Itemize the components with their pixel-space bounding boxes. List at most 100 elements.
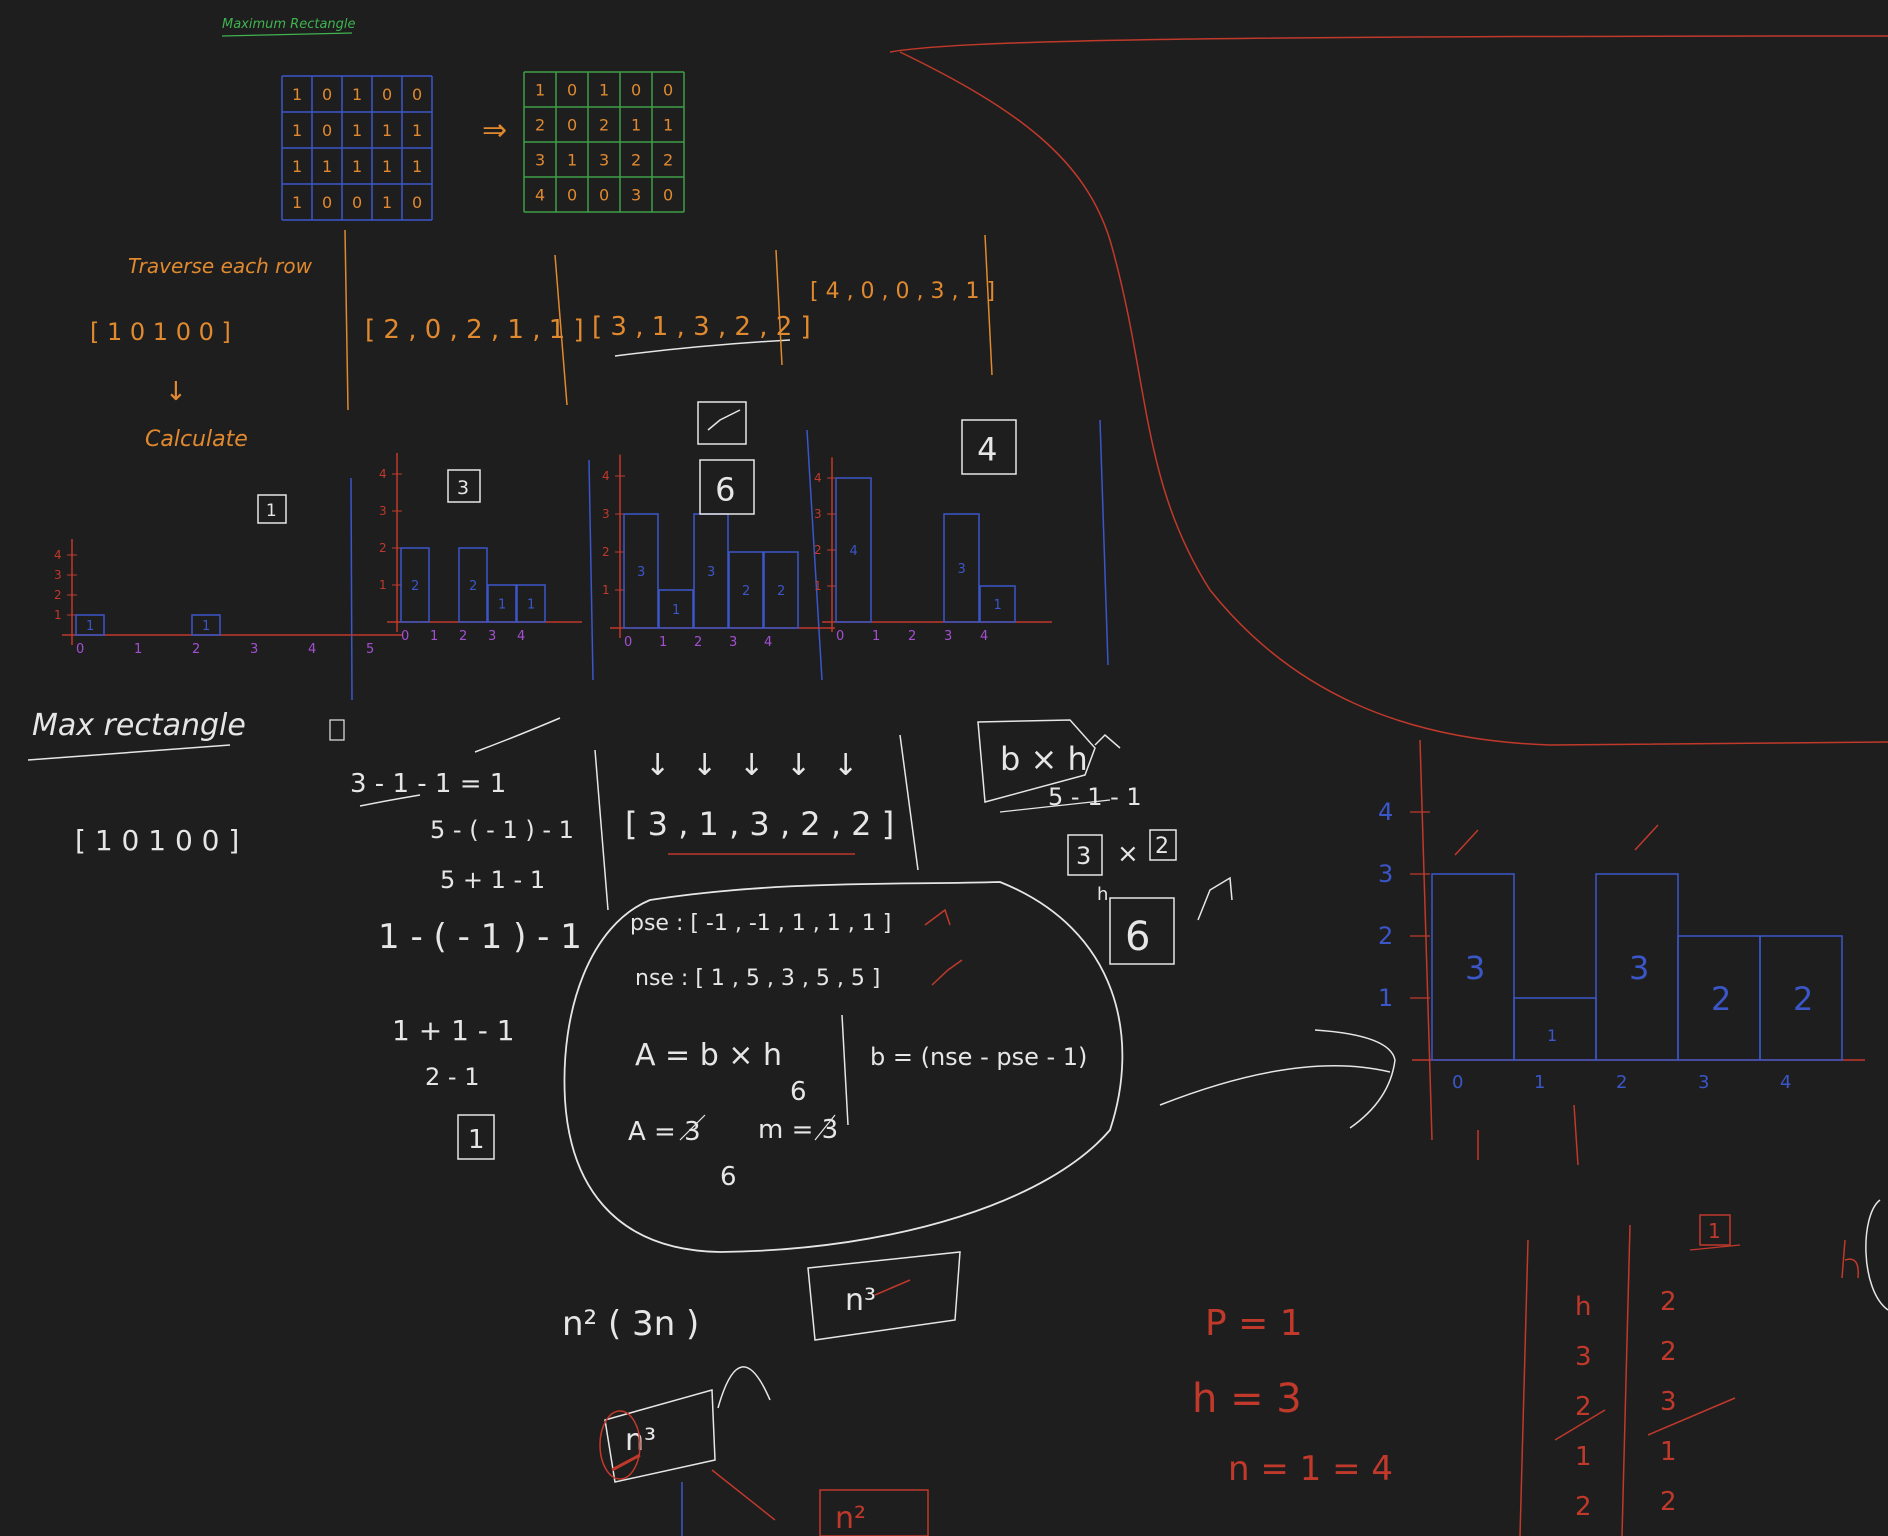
stack-divider-2: [1621, 1224, 1631, 1536]
hist-x-tick-label: 2: [192, 642, 200, 657]
input-matrix-cell: 0: [412, 193, 422, 212]
height-matrix-cell: 2: [631, 151, 641, 170]
red-boundary-curve: [899, 51, 1888, 746]
area-formula: A = b × h: [635, 1038, 782, 1073]
hist-x-tick-label: 3: [488, 629, 496, 644]
bxh-work: 5 - 1 - 1: [1048, 783, 1142, 811]
n3-bottom-circle: [599, 1410, 641, 1480]
n2-bottom: n²: [835, 1501, 866, 1536]
hist-bar-label: 1: [994, 598, 1002, 613]
stack-col2-item: 3: [1660, 1387, 1677, 1417]
input-matrix-cell: 1: [352, 85, 362, 104]
hist-bar: [763, 551, 799, 629]
height-matrix-cell: 0: [567, 116, 577, 135]
hist-bar-label: 3: [707, 565, 715, 580]
a-work-six: 6: [720, 1162, 737, 1192]
row-array-4: [ 4 , 0 , 0 , 3 , 1 ]: [810, 279, 995, 304]
input-matrix-cell: 1: [292, 193, 302, 212]
hist-x-tick-label: 1: [430, 629, 438, 644]
bxh-two-box: [1149, 829, 1177, 861]
hist-x-tick-label: 2: [694, 635, 702, 650]
note-h: h = 3: [1192, 1376, 1302, 1422]
bxh-label: b × h: [1000, 740, 1088, 778]
b-formula: b = (nse - pse - 1): [870, 1043, 1087, 1071]
down-arrow-glyph: ↓: [165, 377, 187, 407]
big-chart-red-tick: [1454, 829, 1479, 856]
hist-bar-label: 1: [202, 619, 210, 634]
bxh-result: 6: [1125, 914, 1150, 960]
row-array-2: [ 2 , 0 , 2 , 1 , 1 ]: [365, 315, 584, 345]
hist-bar: [943, 513, 980, 623]
calc-head-underline: [359, 794, 421, 807]
hist-x-tick-label: 2: [908, 629, 916, 644]
big-chart-red-tick: [1573, 1104, 1579, 1166]
calc-step: 5 + 1 - 1: [440, 866, 545, 894]
max-rectangle-array: [ 1 0 1 0 0 ]: [75, 824, 239, 857]
max-rectangle-heading: Max rectangle: [32, 708, 246, 743]
checkmark-box: [697, 401, 747, 445]
hist-bar-label: 1: [527, 598, 535, 613]
hist-result-box: [257, 494, 287, 524]
red-boundary-top: [889, 35, 1888, 53]
hist-y-tick-label: 4: [379, 467, 387, 481]
big-bar-label: 2: [1711, 980, 1731, 1018]
hist-x-tick-label: 0: [401, 629, 409, 644]
bar-array: [ 3 , 1 , 3 , 2 , 2 ]: [625, 805, 894, 843]
stack-col2-item: 2: [1660, 1487, 1677, 1517]
n3-bottom-strike: [611, 1453, 641, 1472]
row-array-1: [ 1 0 1 0 0 ]: [90, 318, 231, 346]
hist-bar: [835, 477, 872, 623]
m-work: m = 3: [758, 1115, 838, 1145]
hist-bar-label: 2: [411, 579, 419, 594]
bxh-two: 2: [1155, 834, 1169, 859]
stack-col1-item: 2: [1575, 1492, 1592, 1522]
hist-bar: [658, 589, 694, 629]
hist-bar-label: 1: [498, 598, 506, 613]
input-matrix-cell: 0: [322, 121, 332, 140]
input-matrix-cell: 0: [352, 193, 362, 212]
big-bar-label: 1: [1547, 1026, 1557, 1045]
height-matrix-cell: 4: [535, 186, 545, 205]
orange-divider-2: [554, 254, 568, 406]
calc-step: 1 + 1 - 1: [392, 1014, 515, 1047]
brace-icon: [1865, 1199, 1888, 1311]
hist-x-tick-label: 3: [944, 629, 952, 644]
transform-arrow: ⇒: [482, 113, 507, 148]
height-matrix-cell: 3: [535, 151, 545, 170]
input-matrix-cell: 0: [382, 85, 392, 104]
hist-x-tick-label: 4: [517, 629, 525, 644]
big-y-tick-label: 1: [1378, 984, 1393, 1012]
big-x-tick-label: 4: [1780, 1072, 1791, 1093]
hist-result-label: 1: [266, 501, 277, 521]
n3-bottom-arc: [717, 1366, 771, 1409]
hist-result-label: 4: [977, 431, 997, 469]
height-matrix-cell: 1: [535, 81, 545, 100]
hist-x-tick-label: 0: [624, 635, 632, 650]
hist-result-box: [699, 459, 755, 515]
stack-col1-item: 2: [1575, 1392, 1592, 1422]
hist-bar: [191, 614, 221, 636]
hist-bar: [458, 547, 488, 623]
bxh-arrow-icon: [1094, 733, 1121, 749]
hist-x-tick-label: 4: [308, 642, 316, 657]
height-matrix-cell: 1: [599, 81, 609, 100]
hist-x-tick-label: 3: [729, 635, 737, 650]
height-matrix-cell: 0: [663, 81, 673, 100]
hist-y-tick-label: 2: [54, 588, 62, 602]
b-glyph: [1841, 1239, 1859, 1279]
orange-divider-4: [984, 234, 993, 376]
hist-y-tick-label: 2: [602, 545, 610, 559]
n3-strike: [874, 1279, 911, 1296]
big-x-tick-label: 3: [1698, 1072, 1709, 1093]
stack-col1-item: 1: [1575, 1442, 1592, 1472]
hist-result-box: [447, 469, 481, 503]
calc-step: 1 - ( - 1 ) - 1: [378, 917, 582, 957]
hist-y-tick-label: 1: [379, 578, 387, 592]
n3-box: [807, 1251, 961, 1341]
height-matrix-cell: 2: [663, 151, 673, 170]
bxh-times: ×: [1117, 839, 1139, 869]
big-arrow-icon: [1159, 1029, 1396, 1129]
